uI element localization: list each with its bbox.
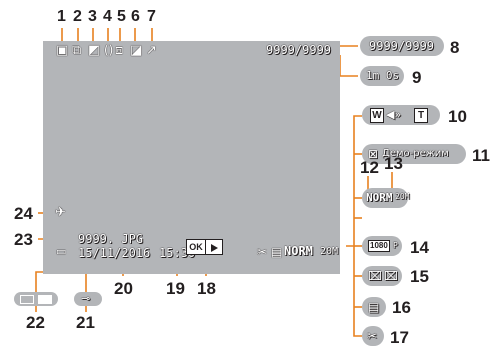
eye-fi-icon: ↗ — [146, 43, 157, 58]
skin-softening-icon: ✂ — [257, 245, 268, 259]
callout-2: 2 — [73, 8, 82, 25]
screen-quality: NORM — [284, 244, 313, 258]
battery-empty-icon — [20, 295, 34, 304]
filter-effects-pill: ⌧ ⌧ — [362, 266, 402, 286]
movie-size-label: 1080 — [368, 240, 390, 252]
callout-23: 23 — [14, 230, 33, 249]
callout-8: 8 — [450, 38, 460, 57]
callout-6: 6 — [131, 8, 140, 25]
battery-level-pill — [14, 292, 58, 306]
callout-14: 14 — [410, 238, 429, 257]
easy-panorama-icon: ⌧ — [384, 269, 398, 283]
demo-mode-icon: ⊠ — [368, 147, 379, 161]
screen-image-size: 20M — [320, 246, 339, 257]
ac-adapter-pill: ⊸ — [74, 292, 102, 306]
callout-9: 9 — [412, 68, 422, 87]
callout-15: 15 — [410, 267, 429, 286]
demo-mode-label: Демо-режим — [382, 148, 449, 159]
zoom-t-label: T — [414, 108, 428, 123]
movie-size-pill: 1080 P — [362, 236, 402, 256]
zoom-indicator-pill: W ◀» T — [362, 105, 440, 125]
callout-19: 19 — [166, 279, 185, 298]
plug-icon: ⊸ — [81, 292, 91, 305]
side-frame-counter: 9999/9999 — [369, 39, 435, 53]
retouch-icon: ◩ — [88, 43, 101, 58]
duration-pill: 1m 0s — [360, 66, 404, 86]
ok-button-indicator: OK — [186, 239, 206, 255]
movie-frame-suffix: P — [393, 241, 398, 250]
glamour-retouch-icon: ◪ — [130, 43, 143, 58]
callout-21: 21 — [76, 313, 95, 332]
screen-frame-counter: 9999/9999 — [266, 43, 332, 57]
callout-1: 1 — [57, 8, 66, 25]
callout-5: 5 — [117, 8, 126, 25]
callout-16: 16 — [392, 298, 411, 317]
quick-effects-icon: ▤ — [271, 245, 283, 259]
callout-3: 3 — [88, 8, 97, 25]
quick-effects-pill: ▤ — [362, 297, 386, 317]
callout-13: 13 — [384, 154, 403, 173]
callout-17: 17 — [390, 328, 409, 347]
zoom-w-label: W — [370, 108, 384, 123]
callout-24: 24 — [14, 204, 33, 223]
gps-icon: ✈ — [55, 205, 66, 220]
side-duration: 1m 0s — [366, 69, 400, 82]
battery-icon: ▭ — [56, 245, 67, 258]
volume-icon: ◀» — [386, 108, 402, 121]
skin-softening-pill: ✂ — [362, 326, 384, 346]
callout-11: 11 — [472, 146, 490, 165]
voice-memo-icon: () — [104, 43, 114, 57]
callout-22: 22 — [26, 313, 45, 332]
side-quality: NORM — [366, 191, 393, 204]
frame-counter-pill: 9999/9999 — [360, 36, 444, 56]
quality-size-pill: NORM 20M — [362, 188, 410, 208]
camera-screen — [43, 41, 340, 274]
file-name: 9999. JPG — [78, 232, 144, 246]
skin-softening-side-icon: ✂ — [367, 329, 378, 343]
demo-mode-pill: ⊠ Демо-режим — [362, 144, 466, 164]
callout-20: 20 — [114, 279, 133, 298]
print-order-icon: ⧉ — [72, 43, 82, 58]
callout-10: 10 — [448, 107, 467, 126]
callout-12: 12 — [360, 158, 379, 177]
callout-7: 7 — [147, 8, 156, 25]
quick-effects-side-icon: ▤ — [368, 300, 380, 314]
callout-4: 4 — [103, 8, 112, 25]
callout-18: 18 — [197, 279, 216, 298]
battery-full-icon — [38, 295, 52, 304]
panorama-icon: ⌧ — [368, 269, 382, 283]
play-icon — [205, 239, 223, 255]
side-image-size: 20M — [395, 192, 410, 201]
protect-icon: ▣ — [56, 43, 69, 58]
album-icon: ⧈ — [115, 43, 124, 58]
recording-date: 15/11/2016 — [78, 246, 151, 260]
